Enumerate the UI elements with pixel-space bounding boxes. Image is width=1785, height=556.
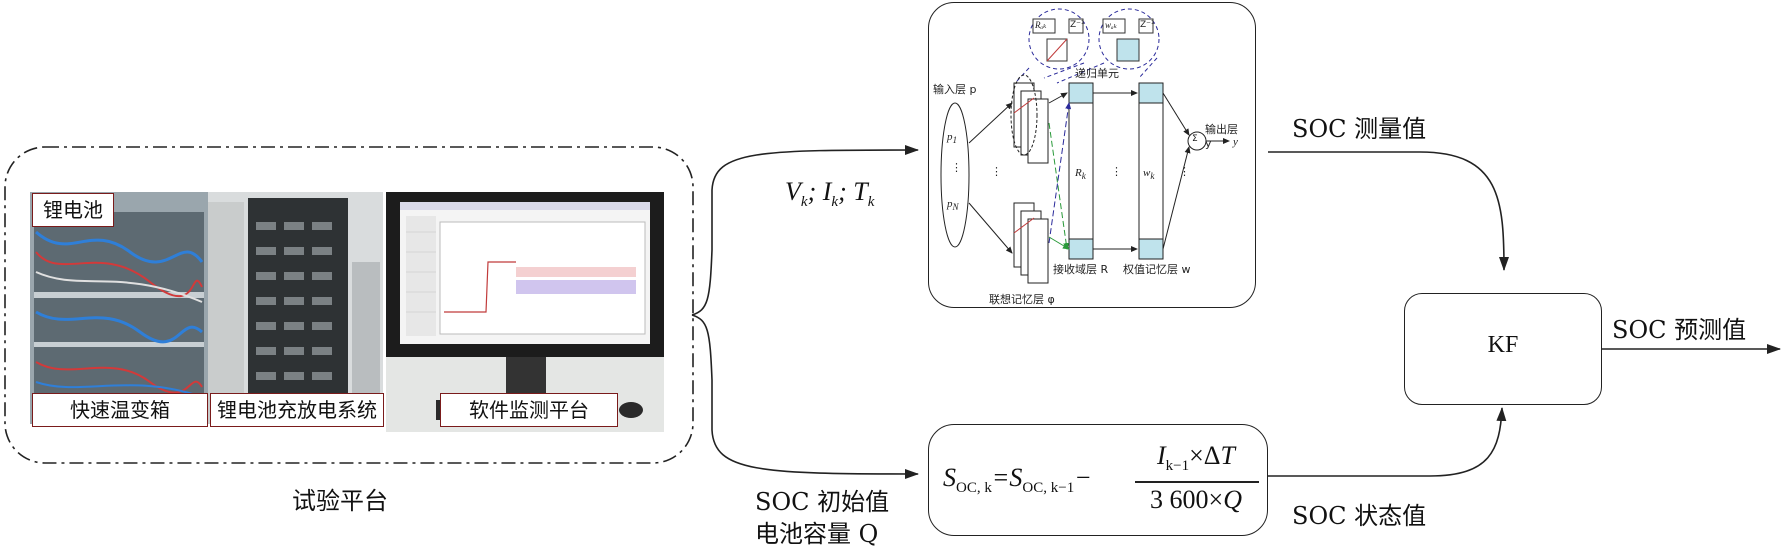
network-schematic (940, 8, 1230, 284)
charger-tag: 锂电池充放电系统 (210, 393, 384, 427)
monitor-illustration (386, 192, 664, 432)
charger-photo (208, 192, 383, 424)
assoc-dots: ⋮ (991, 165, 1002, 178)
wk-label: wk (1143, 167, 1155, 182)
receptive-layer-label: 接收域层 R (1053, 263, 1109, 276)
assoc-layer-label: 联想记忆层 φ (989, 293, 1055, 306)
soc-measured-label: SOC 测量值 (1292, 115, 1427, 143)
software-tag: 软件监测平台 (440, 393, 618, 427)
chamber-tag: 快速温变箱 (32, 393, 208, 427)
output-layer-label: 输出层 y (1205, 123, 1238, 150)
vit-input-label: Vk; Ik; Tk (785, 177, 875, 211)
sum-label: Σ (1192, 134, 1198, 144)
recurrent-unit-label: 递归单元 (1075, 67, 1119, 80)
charger-illustration (208, 192, 383, 424)
wak-label: wₐₖ (1105, 20, 1117, 30)
battery-chamber-illustration (30, 192, 208, 424)
measured-to-kf (1268, 151, 1509, 271)
rk-label: Rk (1075, 167, 1086, 182)
weight-dots: ⋮ (1179, 165, 1190, 178)
z2-label: Z⁻¹ (1140, 20, 1155, 30)
kf-box: KF (1404, 293, 1602, 405)
weight-column (1138, 82, 1164, 260)
platform-caption: 试验平台 (292, 487, 388, 515)
weight-layer-label: 权值记忆层 w (1123, 263, 1191, 276)
formula-numerator: Ik−1×ΔT (1157, 441, 1235, 475)
formula-box: SOC, k=SOC, k−1− Ik−1×ΔT 3 600×Q (928, 424, 1268, 536)
soc-predicted-label: SOC 预测值 (1612, 316, 1747, 344)
soc-initial-label: SOC 初始值 (755, 488, 890, 516)
input-ellipse (940, 102, 970, 248)
kf-label: KF (1487, 332, 1519, 358)
rak-label: Rₐₖ (1035, 20, 1047, 30)
formula-lhs: SOC, k=SOC, k−1− (943, 463, 1092, 497)
state-to-kf (1268, 407, 1507, 477)
platform-frame (4, 146, 694, 464)
input-layer-label: 输入层 p (933, 83, 977, 96)
formula-denominator: 3 600×Q (1150, 485, 1242, 514)
battery-chamber-photo (30, 192, 208, 424)
software-monitor-photo (386, 192, 664, 432)
branch-bracket (691, 145, 919, 316)
recurrent-dots: ⋮ (1111, 165, 1122, 178)
z1-label: Z⁻¹ (1070, 20, 1085, 30)
network-box: 输入层 p p1 ⋮ pN ⋮ ⋮ ⋮ 递归单元 Rk wk 输出层 y y Σ… (928, 2, 1256, 308)
input-dots: ⋮ (951, 161, 962, 174)
battery-tag: 锂电池 (32, 193, 114, 227)
capacity-label: 电池容量 Q (755, 520, 879, 548)
pn-label: pN (947, 198, 959, 213)
p1-label: p1 (947, 131, 958, 146)
y-label: y (1233, 136, 1238, 148)
soc-state-label: SOC 状态值 (1292, 502, 1427, 530)
fraction-bar (1135, 481, 1259, 483)
branch-bracket-lower (691, 314, 919, 479)
